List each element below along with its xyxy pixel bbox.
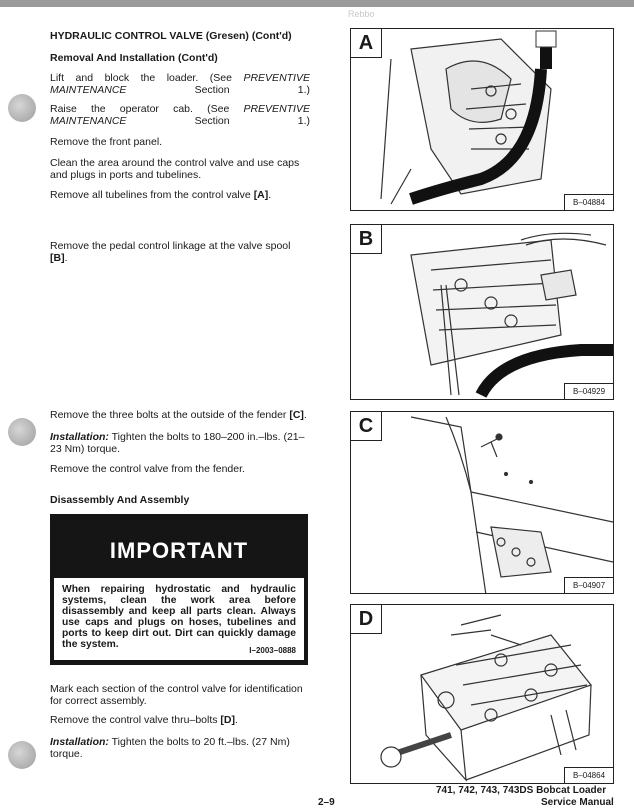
binder-hole <box>8 741 36 769</box>
step-tubelines: Remove all tubelines from the control va… <box>50 189 272 201</box>
important-notice: IMPORTANT When repairing hydrostatic and… <box>50 514 308 665</box>
figure-c-label: C <box>351 412 382 441</box>
important-code: I–2003–0888 <box>249 646 296 655</box>
step-mark-sections: Mark each section of the control valve f… <box>50 683 303 707</box>
step-lift-loader: Lift and block the loader. (See PREVENTI… <box>50 72 310 96</box>
figure-a-illustration <box>380 30 557 205</box>
figure-a-label: A <box>351 29 382 58</box>
figure-d-label: D <box>351 605 382 634</box>
binder-hole <box>8 418 36 446</box>
figure-c-code: B–04907 <box>564 577 613 593</box>
figure-a: A B–04884 <box>350 28 614 211</box>
figure-b: B B–04929 <box>350 224 614 400</box>
important-text: When repairing hydrostatic and hydraulic… <box>62 584 296 650</box>
installation-note-1: Installation: Tighten the bolts to 180–2… <box>50 431 305 455</box>
step-thru-bolts: Remove the control valve thru–bolts [D]. <box>50 714 238 726</box>
section-heading: Removal And Installation (Cont'd) <box>50 52 218 64</box>
footer-model: 741, 742, 743, 743DS Bobcat Loader <box>436 785 607 796</box>
page-title: HYDRAULIC CONTROL VALVE (Gresen) (Cont'd… <box>50 30 292 42</box>
step-raise-cab: Raise the operator cab. (See PREVENTIVE … <box>50 103 310 127</box>
figure-d: D B–04864 <box>350 604 614 784</box>
section-heading-disassembly: Disassembly And Assembly <box>50 494 190 506</box>
figure-b-illustration <box>410 232 613 398</box>
step-fender-bolts: Remove the three bolts at the outside of… <box>50 409 307 421</box>
figure-b-label: B <box>351 225 382 254</box>
step-pedal-linkage: Remove the pedal control linkage at the … <box>50 240 291 264</box>
important-title: IMPORTANT <box>109 538 249 563</box>
figure-c-illustration <box>410 416 613 593</box>
binder-hole <box>8 94 36 122</box>
top-edge-bar <box>0 0 634 7</box>
step-remove-valve: Remove the control valve from the fender… <box>50 463 245 475</box>
figure-c: C B–04907 <box>350 411 614 594</box>
step-clean-area: Clean the area around the control valve … <box>50 157 300 181</box>
figure-d-illustration <box>380 614 592 782</box>
important-body-box: When repairing hydrostatic and hydraulic… <box>54 578 304 660</box>
figure-d-code: B–04864 <box>564 767 613 783</box>
step-front-panel: Remove the front panel. <box>50 136 163 148</box>
figure-b-code: B–04929 <box>564 383 613 399</box>
faint-header-text: Rebbo <box>348 9 375 19</box>
figure-a-code: B–04884 <box>564 194 613 210</box>
installation-note-2: Installation: Tighten the bolts to 20 ft… <box>50 736 290 760</box>
